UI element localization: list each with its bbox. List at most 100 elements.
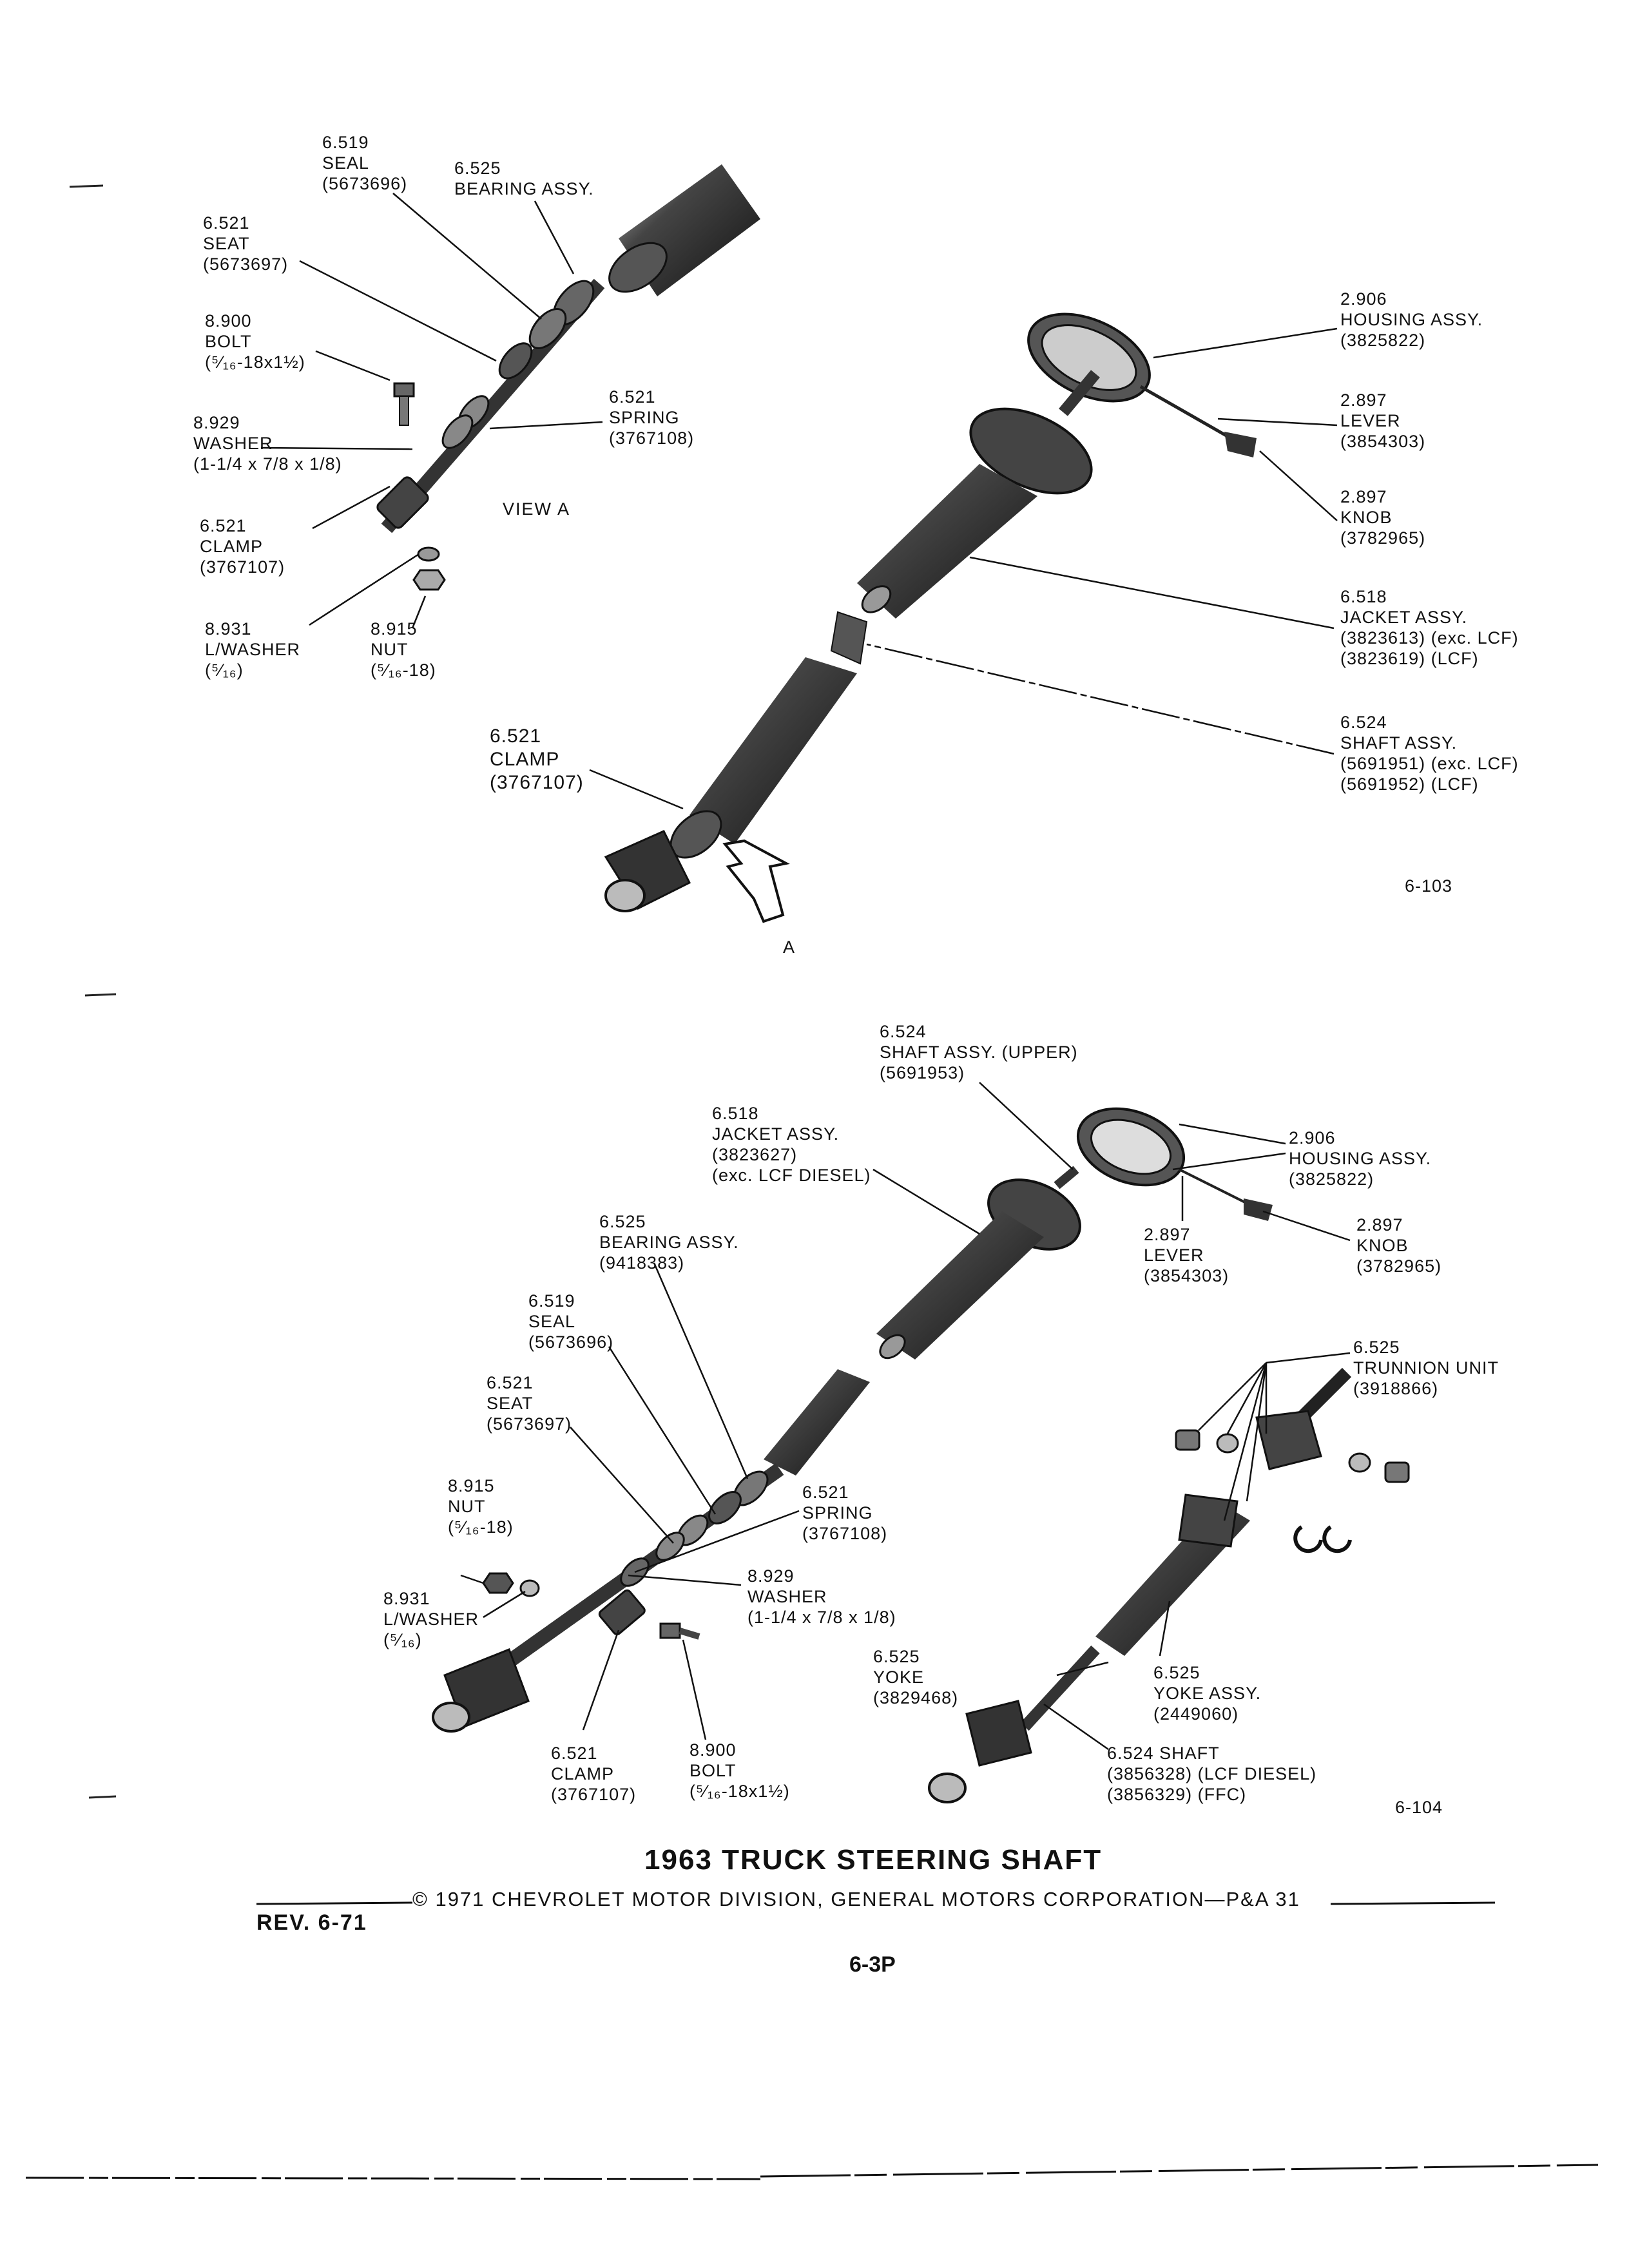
label-line-0: 2.897 [1144, 1225, 1191, 1244]
label-line-0: 2.906 [1289, 1128, 1336, 1148]
label-line-0: 8.931 [205, 619, 252, 639]
label-line-0: 6.521 [802, 1483, 849, 1502]
label-line-1: NUT [371, 640, 409, 659]
label-line-0: 8.915 [448, 1476, 495, 1495]
label-line-2: (3918866) [1353, 1379, 1439, 1398]
label-line-2: (9418383) [599, 1253, 685, 1273]
arrow-letter-label: A [783, 937, 796, 957]
label-line-1: SPRING [802, 1503, 873, 1523]
label-line-1: SEAT [487, 1394, 534, 1413]
revision-label: REV. 6-71 [256, 1910, 367, 1935]
label-line-2: (1-1/4 x 7/8 x 1/8) [193, 454, 342, 474]
label-line-1: SEAT [203, 234, 250, 253]
label-line-1: SPRING [609, 408, 680, 427]
label-line-1: KNOB [1356, 1236, 1409, 1255]
label-line-1: YOKE [873, 1667, 925, 1687]
label-line-0: 6.524 [1340, 713, 1387, 732]
footer-rules [25, 1901, 1599, 2180]
label-line-2: (3856329) (FFC) [1107, 1785, 1247, 1804]
label-line-0: 6.519 [528, 1291, 575, 1311]
label-line-1: BEARING ASSY. [599, 1233, 739, 1252]
label-line-0: 8.900 [205, 311, 252, 331]
label-line-2: (⁵⁄₁₆-18) [448, 1517, 514, 1537]
label-line-3: (5691952) (LCF) [1340, 774, 1479, 794]
label-line-2: (⁵⁄₁₆-18x1½) [205, 352, 305, 372]
label-line-1: CLAMP [490, 749, 560, 770]
label-line-0: 8.915 [371, 619, 418, 639]
label-line-2: (⁵⁄₁₆) [383, 1630, 422, 1649]
label-line-2: (2449060) [1153, 1704, 1239, 1724]
label-line-0: 6.518 [1340, 587, 1387, 606]
label-line-0: 8.931 [383, 1589, 430, 1608]
label-line-0: 6.525 [454, 159, 501, 178]
label-line-0: 6.521 [490, 726, 542, 747]
label-line-2: (3854303) [1340, 432, 1426, 451]
label-line-0: 6.518 [712, 1104, 759, 1123]
label-line-2: (3767108) [802, 1524, 888, 1543]
label-line-1: TRUNNION UNIT [1353, 1358, 1499, 1378]
label-line-0: 8.900 [689, 1740, 737, 1760]
label-line-2: (3782965) [1340, 528, 1426, 548]
label-line-1: L/WASHER [205, 640, 301, 659]
page-title: 1963 TRUCK STEERING SHAFT [644, 1844, 1103, 1876]
label-line-2: (5673697) [203, 255, 289, 274]
label-line-2: (1-1/4 x 7/8 x 1/8) [747, 1608, 896, 1627]
label-line-0: 6.519 [322, 133, 369, 152]
top-steering-column-illustration: . [376, 164, 1257, 923]
label-line-1: NUT [448, 1497, 486, 1516]
label-line-1: LEVER [1340, 411, 1401, 430]
label-line-1: CLAMP [551, 1764, 615, 1783]
label-line-0: 2.897 [1356, 1215, 1403, 1235]
label-line-0: 6.525 [873, 1647, 920, 1666]
label-line-1: SEAL [528, 1312, 576, 1331]
label-line-1: BOLT [689, 1761, 737, 1780]
label-line-1: CLAMP [200, 537, 264, 556]
label-line-2: (5673696) [322, 174, 408, 193]
top-leader-lines [260, 193, 1338, 810]
label-line-1: SEAL [322, 153, 370, 173]
label-line-1: WASHER [193, 434, 273, 453]
label-line-2: (3854303) [1144, 1266, 1229, 1285]
label-line-2: (⁵⁄₁₆) [205, 660, 244, 680]
label-line-1: YOKE ASSY. [1153, 1684, 1262, 1703]
label-line-0: 6.521 [487, 1373, 534, 1392]
label-line-0: 6.521 [551, 1744, 598, 1763]
label-line-0: 2.906 [1340, 289, 1387, 309]
label-line-0: 8.929 [747, 1566, 795, 1586]
label-line-1: SHAFT ASSY. [1340, 733, 1458, 753]
label-line-1: JACKET ASSY. [712, 1124, 840, 1144]
label-line-0: 6.525 [1153, 1663, 1200, 1682]
label-line-2: (3767107) [200, 557, 285, 577]
label-line-2: (5673696) [528, 1332, 614, 1352]
label-line-2: (3829468) [873, 1688, 959, 1707]
label-line-2: (3825822) [1289, 1169, 1374, 1189]
page-number: 6-3P [849, 1952, 896, 1977]
label-line-2: (3825822) [1340, 331, 1426, 350]
label-line-3: (exc. LCF DIESEL) [712, 1166, 871, 1185]
label-line-0: 6.525 [599, 1212, 646, 1231]
